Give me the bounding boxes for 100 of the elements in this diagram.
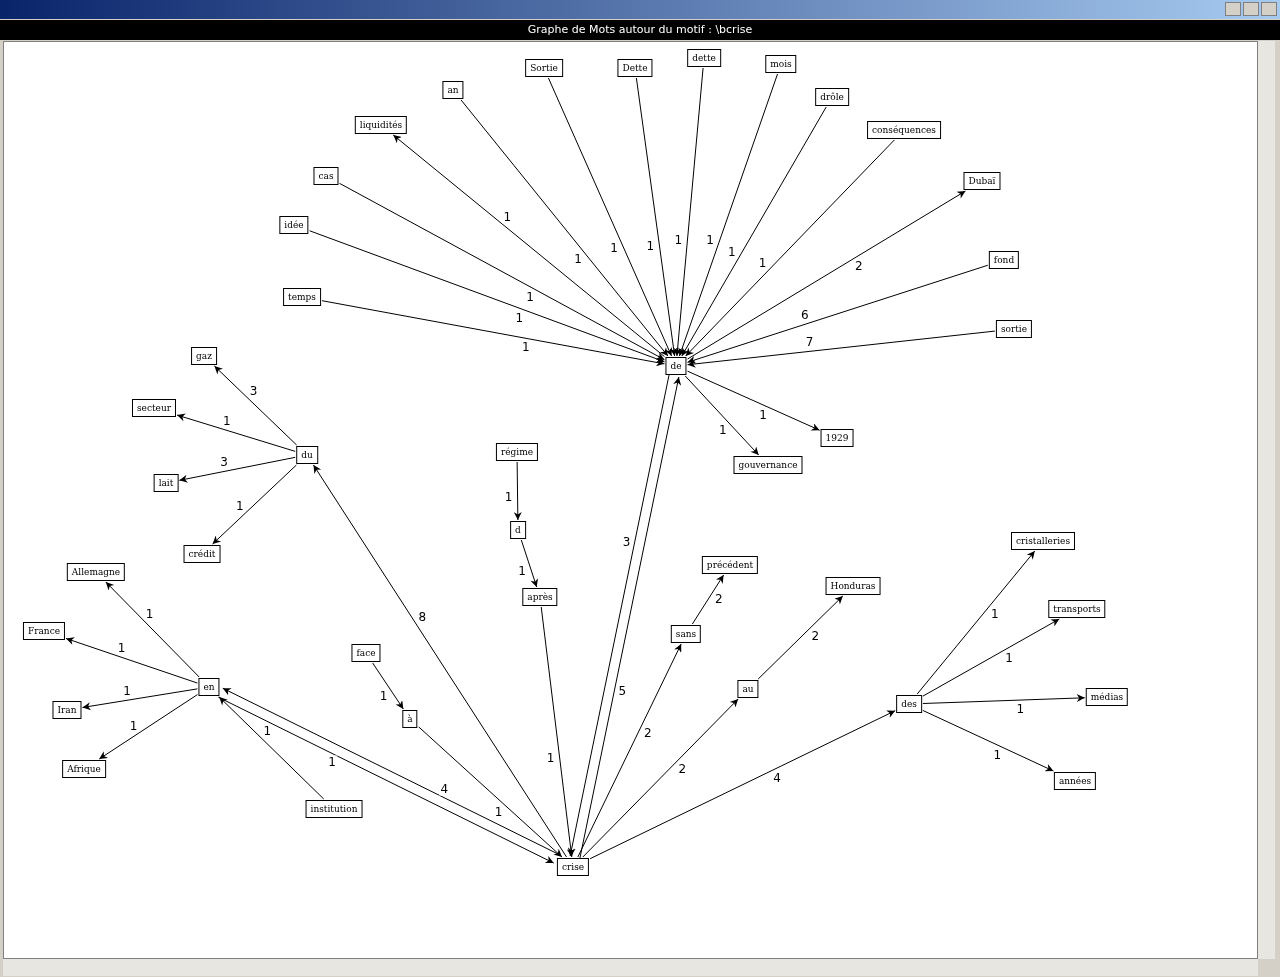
edge-label: 1 — [493, 805, 504, 819]
word-box: secteur — [132, 399, 176, 417]
word-box: cristalleries — [1011, 532, 1075, 550]
arrow — [687, 264, 989, 364]
word-box: d — [510, 521, 526, 539]
edge-label: 2 — [713, 592, 724, 606]
word-box: transports — [1048, 600, 1106, 618]
edge-label: 1 — [992, 748, 1003, 762]
arrow — [392, 134, 665, 358]
word-box: fond — [988, 251, 1020, 269]
word-box: en — [198, 678, 220, 696]
arrow — [339, 182, 665, 361]
word-box: au — [737, 680, 759, 698]
word-box: Afrique — [62, 760, 106, 778]
arrow — [685, 139, 895, 357]
edge-label: 1 — [144, 607, 155, 621]
arrow — [105, 581, 200, 678]
word-box: Honduras — [825, 577, 881, 595]
edge-label: 1 — [758, 408, 768, 422]
arrow — [312, 464, 568, 858]
edge-label: 1 — [327, 755, 337, 769]
arrow — [577, 643, 682, 858]
word-box: an — [442, 81, 464, 99]
word-box: du — [296, 446, 318, 464]
word-box: gouvernance — [733, 456, 803, 474]
edge-label: 1 — [609, 241, 619, 255]
arrow — [520, 539, 538, 588]
edge-label: 1 — [1015, 702, 1026, 716]
arrow — [460, 99, 669, 357]
arrow — [98, 694, 198, 760]
arrow — [922, 694, 1086, 704]
word-box: médias — [1085, 688, 1129, 706]
word-box: mois — [765, 55, 797, 73]
edge-label: 1 — [503, 490, 514, 504]
edge-label: 4 — [439, 782, 450, 796]
word-box: lait — [153, 474, 179, 492]
arrow — [567, 374, 670, 857]
word-box: Sortie — [525, 59, 563, 77]
edge-label: 3 — [219, 455, 229, 469]
word-box: précédent — [701, 556, 759, 574]
edge-label: 1 — [525, 290, 535, 304]
edge-label: 1 — [514, 311, 525, 325]
arrow — [309, 230, 665, 363]
word-box: cas — [313, 167, 339, 185]
word-box: 1929 — [820, 429, 854, 447]
edge-label: 1 — [502, 210, 513, 224]
edge-label: 3 — [621, 535, 632, 549]
arrow — [82, 688, 198, 711]
arrow — [178, 456, 296, 483]
arrow — [513, 461, 522, 521]
arrow — [678, 73, 778, 357]
arrow — [684, 375, 760, 456]
edge-label: 1 — [545, 751, 556, 765]
edge-label: 8 — [417, 610, 428, 624]
arrow — [582, 698, 739, 858]
arrow — [176, 413, 296, 452]
arrow — [635, 77, 678, 357]
arrow — [922, 709, 1054, 772]
edge-label: 1 — [705, 233, 715, 247]
arrow — [212, 464, 297, 545]
edge-label: 1 — [645, 239, 656, 253]
arrow — [218, 696, 325, 800]
arrow — [691, 574, 725, 625]
edge-label: 1 — [128, 719, 139, 733]
edge-label: 2 — [810, 629, 821, 643]
arrow — [687, 370, 821, 431]
word-box: institution — [305, 800, 363, 818]
arrow — [372, 662, 404, 710]
word-box: crédit — [183, 545, 221, 563]
arrow — [547, 77, 673, 357]
arrow — [321, 300, 665, 367]
word-box: après — [522, 588, 558, 606]
word-box: Iran — [52, 701, 82, 719]
arrow — [213, 365, 298, 446]
edge-label: 1 — [757, 256, 768, 270]
arrow — [418, 726, 563, 858]
word-box: gaz — [191, 347, 217, 365]
word-box: régime — [495, 443, 539, 461]
edge-label: 7 — [804, 335, 815, 349]
word-box: crise — [556, 858, 590, 876]
word-box: face — [351, 644, 381, 662]
arrow — [681, 106, 827, 357]
arrow — [540, 606, 575, 858]
edge-label: 1 — [517, 564, 527, 578]
word-box: temps — [283, 288, 321, 306]
word-box: de — [665, 357, 687, 375]
edge-label: 1 — [717, 423, 728, 436]
word-box: à — [402, 710, 418, 728]
word-box: France — [22, 622, 66, 640]
arrow — [687, 330, 996, 368]
edge-label: 1 — [235, 499, 245, 513]
edge-label: 5 — [617, 684, 628, 698]
edge-label: 1 — [116, 641, 127, 655]
word-box: sans — [670, 625, 702, 643]
edge-label: 1 — [989, 607, 1000, 621]
edge-label: 1 — [378, 689, 389, 703]
edge-label: 1 — [122, 684, 132, 698]
edge-label: 1 — [673, 233, 684, 247]
arrow — [922, 618, 1060, 697]
edge-label: 1 — [222, 414, 232, 428]
